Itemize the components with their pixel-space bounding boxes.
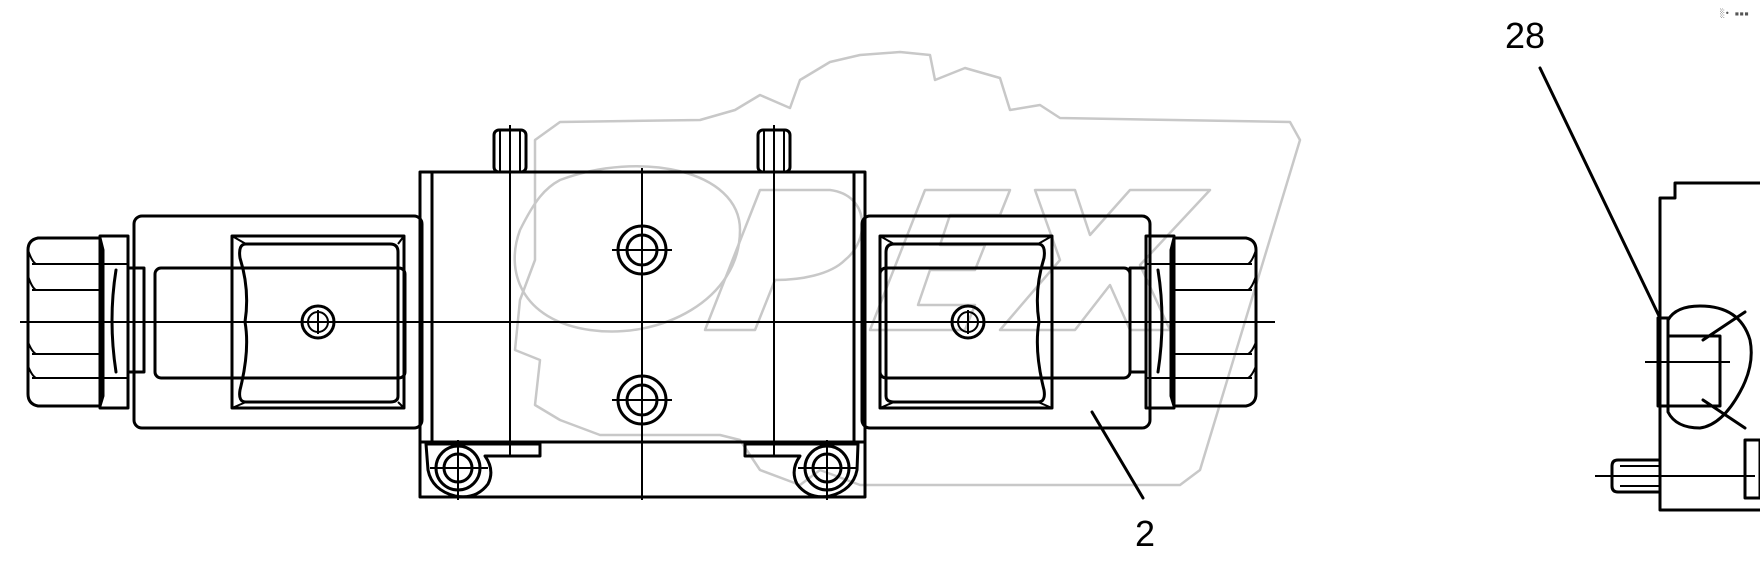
callout-28-label: 28 [1505, 15, 1545, 56]
watermark-letter-p [703, 188, 864, 332]
right-solenoid-housing [860, 214, 1152, 430]
valve-body [418, 125, 867, 500]
right-solenoid-screw [950, 304, 986, 340]
callout-28: 28 [1505, 15, 1662, 320]
opex-watermark: ░• ▪▪▪ [513, 8, 1749, 487]
left-override-knob [26, 234, 146, 410]
washer-bolt [1666, 334, 1722, 408]
right-solenoid [860, 214, 1152, 430]
callout-2-label: 2 [1135, 513, 1155, 554]
watermark-gear [513, 50, 1302, 487]
left-solenoid [132, 214, 424, 430]
callout-2-leader [1090, 410, 1145, 500]
callout-28-leader [1538, 66, 1662, 320]
left-solenoid-screw [300, 304, 336, 340]
corner-mark: ░• ▪▪▪ [1720, 8, 1749, 18]
side-detail-view [1595, 181, 1760, 512]
watermark-letter-e [868, 188, 1012, 332]
watermark-letter-x [998, 188, 1212, 332]
left-solenoid-housing [132, 214, 424, 430]
callout-2: 2 [1090, 410, 1155, 554]
right-override-knob [1128, 234, 1258, 410]
